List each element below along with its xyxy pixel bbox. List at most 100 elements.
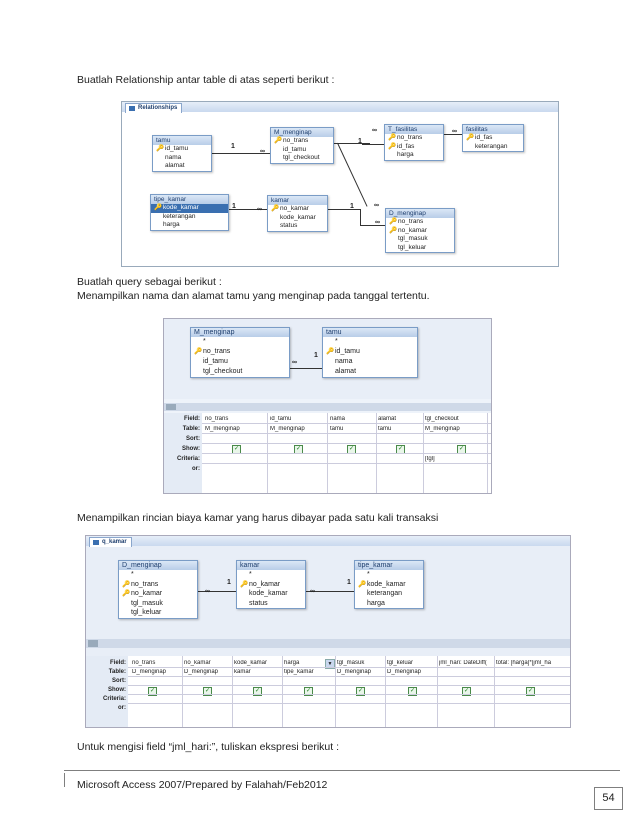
show-checkbox[interactable]: ✓ xyxy=(356,687,365,696)
primary-key-icon: 🔑 xyxy=(389,226,398,234)
field: tgl_checkout xyxy=(203,368,243,375)
grid-label-sort: Sort: xyxy=(186,436,200,442)
grid-field-cell[interactable]: no_trans xyxy=(205,416,229,422)
field: id_tamu xyxy=(203,358,228,365)
field: kode_kamar xyxy=(249,590,288,597)
table-tamu[interactable]: tamu 🔑id_tamu nama alamat xyxy=(152,135,212,172)
field: no_trans xyxy=(283,137,309,144)
grid-field-cell[interactable]: alamat xyxy=(378,416,397,422)
description-query-1: Menampilkan nama dan alamat tamu yang me… xyxy=(77,290,430,302)
grid-table-cell[interactable]: M_menginap xyxy=(205,426,240,432)
grid-label-table: Table: xyxy=(182,426,200,432)
table-title: tipe_kamar xyxy=(355,561,423,570)
show-checkbox[interactable]: ✓ xyxy=(526,687,535,696)
table-d-menginap[interactable]: D_menginap 🔑no_trans 🔑no_kamar tgl_masuk… xyxy=(385,208,455,253)
grid-field-cell[interactable]: tgl_checkout xyxy=(425,416,459,422)
scroll-left-button[interactable] xyxy=(88,640,98,647)
q2-table-d-menginap[interactable]: D_menginap * 🔑no_trans 🔑no_kamar tgl_mas… xyxy=(118,560,198,619)
tab-relationships[interactable]: Relationships xyxy=(125,103,183,113)
show-checkbox[interactable]: ✓ xyxy=(148,687,157,696)
grid-field-cell[interactable]: nama xyxy=(330,416,346,422)
primary-key-icon: 🔑 xyxy=(156,145,165,152)
show-checkbox[interactable]: ✓ xyxy=(304,687,313,696)
table-t-fasilitas[interactable]: T_fasilitas 🔑no_trans 🔑id_fas harga xyxy=(384,124,444,161)
grid-field-cell[interactable]: jml_hari: DateDiff( xyxy=(439,660,487,666)
grid-table-cell[interactable]: M_menginap xyxy=(270,426,305,432)
primary-key-icon: 🔑 xyxy=(122,590,131,597)
primary-key-icon: 🔑 xyxy=(274,137,283,144)
primary-key-icon: 🔑 xyxy=(389,218,398,225)
cardinality-one: 1 xyxy=(227,579,231,586)
cardinality-many: ∞ xyxy=(292,359,297,366)
primary-key-icon: 🔑 xyxy=(122,580,131,588)
primary-key-icon: 🔑 xyxy=(194,348,203,355)
grid-table-cell[interactable]: tamu xyxy=(330,426,344,432)
grid-table-cell[interactable]: kamar xyxy=(234,669,251,675)
field: no_kamar xyxy=(249,580,281,588)
field: tgl_masuk xyxy=(398,235,428,242)
chevron-down-icon[interactable]: ▼ xyxy=(325,659,335,669)
q2-table-kamar[interactable]: kamar * 🔑no_kamar kode_kamar status xyxy=(236,560,306,609)
grid-table-cell[interactable]: tipe_kamar xyxy=(284,669,314,675)
grid-label-field: Field: xyxy=(184,416,200,422)
description-query-2: Menampilkan rincian biaya kamar yang har… xyxy=(77,512,439,524)
grid-criteria-cell[interactable]: [tgl] xyxy=(425,456,435,462)
table-title: M_menginap xyxy=(271,128,333,137)
query1-grid-labels xyxy=(164,413,202,493)
grid-label-field: Field: xyxy=(110,660,126,666)
grid-table-cell[interactable]: M_menginap xyxy=(425,426,460,432)
grid-table-cell[interactable]: D_menginap xyxy=(387,669,422,675)
page-number: 54 xyxy=(594,787,623,810)
instruction-expression: Untuk mengisi field “jml_hari:”, tuliska… xyxy=(77,741,340,753)
q2-table-tipe-kamar[interactable]: tipe_kamar * 🔑kode_kamar keterangan harg… xyxy=(354,560,424,609)
table-m-menginap[interactable]: M_menginap 🔑no_trans id_tamu tgl_checkou… xyxy=(270,127,334,164)
field: kode_kamar xyxy=(367,580,406,588)
grid-field-cell[interactable]: kode_kamar xyxy=(234,660,268,666)
table-fasilitas[interactable]: fasilitas 🔑id_fas keterangan xyxy=(462,124,524,152)
scroll-left-button[interactable] xyxy=(166,404,176,410)
grid-field-cell[interactable]: tgl_keluar xyxy=(387,660,414,666)
grid-field-cell[interactable]: total: [harga]*[jml_ha xyxy=(496,660,552,666)
field: no_kamar xyxy=(398,226,427,234)
field: id_fas xyxy=(475,134,493,141)
cardinality-one: 1 xyxy=(347,579,351,586)
grid-table-cell[interactable]: D_menginap xyxy=(132,669,167,675)
q1-table-m-menginap[interactable]: M_menginap * 🔑no_trans id_tamu tgl_check… xyxy=(190,327,290,378)
grid-field-cell[interactable]: harga xyxy=(284,660,300,666)
grid-table-cell[interactable]: D_menginap xyxy=(337,669,372,675)
field: * xyxy=(367,571,370,578)
cardinality-many: ∞ xyxy=(310,588,315,595)
field: kode_kamar xyxy=(280,213,316,221)
grid-field-cell[interactable]: no_kamar xyxy=(184,660,211,666)
relationships-icon xyxy=(129,106,135,111)
grid-field-cell[interactable]: no_trans xyxy=(132,660,156,666)
field: * xyxy=(249,571,252,578)
field: no_trans xyxy=(131,580,159,588)
field: alamat xyxy=(165,162,185,169)
query-icon xyxy=(93,540,99,545)
grid-label-table: Table: xyxy=(108,669,126,675)
field: tgl_keluar xyxy=(131,609,162,616)
grid-table-cell[interactable]: tamu xyxy=(378,426,392,432)
query2-splitter[interactable] xyxy=(86,639,570,648)
show-checkbox[interactable]: ✓ xyxy=(253,687,262,696)
grid-field-cell[interactable]: id_tamu xyxy=(270,416,292,422)
query1-splitter[interactable] xyxy=(164,403,491,411)
cardinality-many: ∞ xyxy=(375,219,380,226)
q1-table-tamu[interactable]: tamu * 🔑id_tamu nama alamat xyxy=(322,327,418,378)
query2-tabstrip: q_kamar xyxy=(86,536,570,547)
show-checkbox[interactable]: ✓ xyxy=(462,687,471,696)
cardinality-many: ∞ xyxy=(452,128,457,135)
table-tipe-kamar[interactable]: tipe_kamar 🔑kode_kamar keterangan harga xyxy=(150,194,229,231)
query1-screenshot: ∞ 1 M_menginap * 🔑no_trans id_tamu tgl_c… xyxy=(163,318,492,494)
grid-field-cell[interactable]: tgl_masuk xyxy=(337,660,365,666)
show-checkbox[interactable]: ✓ xyxy=(203,687,212,696)
show-checkbox[interactable]: ✓ xyxy=(408,687,417,696)
field: harga xyxy=(367,599,385,607)
grid-table-cell[interactable]: D_menginap xyxy=(184,669,219,675)
field: id_tamu xyxy=(335,348,360,355)
tab-q-kamar[interactable]: q_kamar xyxy=(89,537,132,547)
grid-label-criteria: Criteria: xyxy=(176,456,200,462)
table-title: fasilitas xyxy=(463,125,523,134)
table-kamar[interactable]: kamar 🔑no_kamar kode_kamar status xyxy=(267,195,328,232)
